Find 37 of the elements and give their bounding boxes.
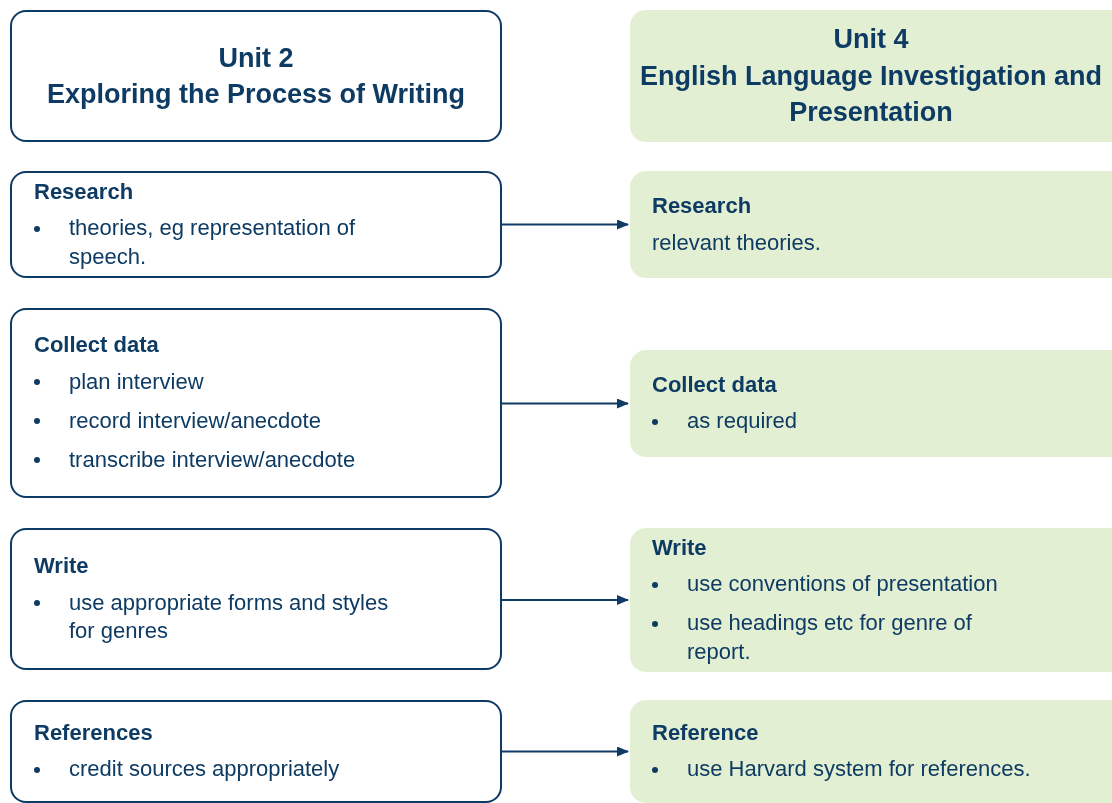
header-box [630,10,1112,142]
header-text: Exploring the Process of Writing [46,78,466,111]
step-box [630,350,1112,457]
step-heading: References [34,718,154,747]
step-text: relevant theories. [652,228,822,257]
bullet-text: record interview/anecdote [69,406,321,435]
bullet-text: use conventions of presentation [687,570,998,599]
header-text: English Language Investigation and Presentation [638,59,1103,130]
step-heading: Research [34,177,135,206]
arrow [501,746,629,757]
arrow [501,398,629,409]
header-box [10,10,502,142]
step-box [10,528,502,670]
arrow [501,595,629,605]
step-heading: Write [34,552,90,581]
step-heading: Write [652,533,708,562]
bullet-text: credit sources appropriately [69,755,340,784]
arrow [501,219,629,230]
step-heading: Research [652,191,753,220]
step-heading: Reference [652,718,760,747]
step-box [630,700,1112,803]
step-box [630,171,1112,278]
bullet-text: transcribe interview/anecdote [69,445,356,474]
bullet-text: plan interview [69,367,204,396]
bullet-text: theories, eg representation of speech. [69,214,357,271]
bullet-text: use headings etc for genre of report. [687,609,973,666]
step-box [10,171,502,278]
step-box [630,528,1112,672]
step-heading: Collect data [652,370,778,399]
step-box [10,700,502,803]
header-text: Unit 4 [833,23,909,57]
bullet-text: as required [687,407,798,436]
header-text: Unit 2 [218,41,294,75]
step-box [10,308,502,498]
bullet-text: use Harvard system for references. [687,755,1031,784]
bullet-text: use appropriate forms and styles for genres [69,588,390,646]
step-heading: Collect data [34,331,160,360]
